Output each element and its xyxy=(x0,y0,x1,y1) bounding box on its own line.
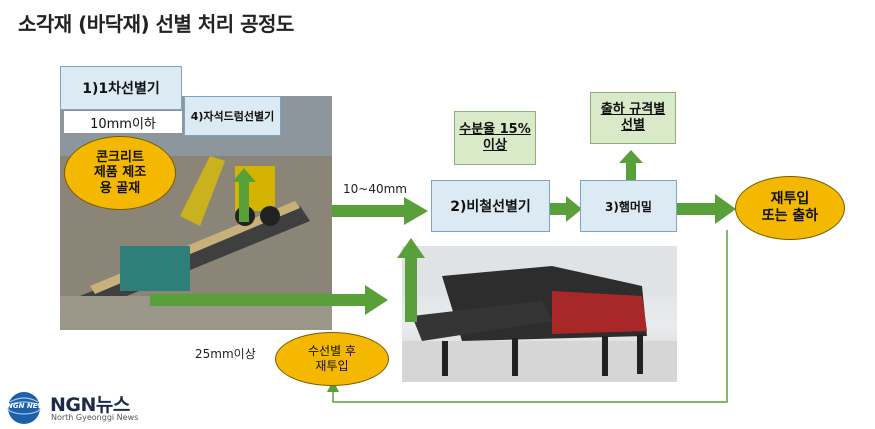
arrow-up-magnetic xyxy=(232,168,256,222)
ngn-globe-icon xyxy=(7,392,41,424)
page-title: 소각재 (바닥재) 선별 처리 공정도 xyxy=(18,12,294,36)
shipping-spec-label: 출하 규격별 선별 xyxy=(600,102,666,133)
ngn-brand-text: NGN뉴스 xyxy=(50,394,130,416)
screening-equipment-photo xyxy=(60,96,332,330)
non-ferrous-box: 2)비철선별기 xyxy=(431,180,550,232)
reinput-or-ship-ellipse: 재투입 또는 출하 xyxy=(735,176,845,240)
ngn-subtitle-text: North Gyeonggi News xyxy=(51,413,139,422)
screening-equipment-illustration xyxy=(60,96,332,330)
separator-photo xyxy=(402,246,677,382)
arrow-up-shipping xyxy=(619,150,643,182)
feedback-line xyxy=(327,230,728,403)
arrow-over-25 xyxy=(150,285,388,315)
moisture-label: 수분율 15% 이상 xyxy=(459,122,531,153)
hand-sort-reinput-ellipse: 수선별 후 재투입 xyxy=(275,332,389,386)
ngn-logo: NGN NEWS NGN뉴스 North Gyeonggi News xyxy=(4,390,204,426)
separator-illustration xyxy=(402,246,677,382)
shipping-spec-box: 출하 규격별 선별 xyxy=(590,92,676,144)
over-25-label: 25mm이상 xyxy=(195,347,256,361)
magnetic-drum-box: 4)자석드럼선별기 xyxy=(184,96,281,136)
concrete-aggregate-label: 콘크리트 제품 제조 용 골재 xyxy=(93,149,147,196)
hand-sort-reinput-label: 수선별 후 재투입 xyxy=(308,344,356,373)
primary-screen-label: 1)1차선별기 xyxy=(82,81,160,97)
range-10-40-label: 10~40mm xyxy=(343,182,407,196)
hammer-mill-box: 3)햄머밀 xyxy=(580,180,677,232)
moisture-box: 수분율 15% 이상 xyxy=(454,111,536,165)
reinput-or-ship-label: 재투입 또는 출하 xyxy=(761,190,819,225)
non-ferrous-label: 2)비철선별기 xyxy=(450,199,531,215)
arrow-to-reinput xyxy=(677,194,736,224)
arrow-to-non-ferrous xyxy=(332,197,428,225)
size-under-label: 10mm이하 xyxy=(90,116,156,132)
magnetic-drum-label: 4)자석드럼선별기 xyxy=(190,110,275,123)
arrow-up-non-ferrous xyxy=(397,238,425,322)
arrow-to-hammer-mill xyxy=(550,196,582,222)
primary-screen-box: 1)1차선별기 xyxy=(60,66,182,110)
ngn-badge-text: NGN NEWS xyxy=(7,402,51,410)
size-under-label-box: 10mm이하 xyxy=(64,111,182,133)
concrete-aggregate-ellipse: 콘크리트 제품 제조 용 골재 xyxy=(64,136,176,210)
hammer-mill-label: 3)햄머밀 xyxy=(605,199,652,214)
